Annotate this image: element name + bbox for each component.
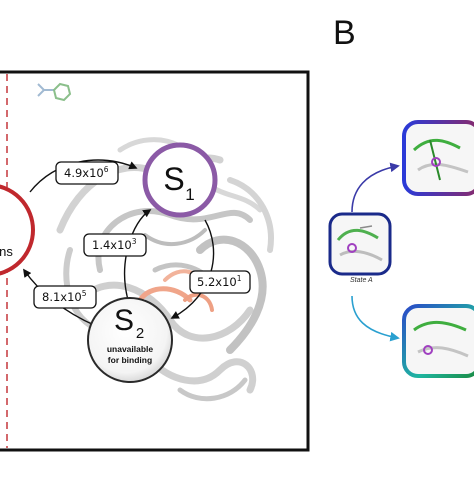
node-s2-note-1: unavailable: [107, 344, 154, 354]
arrow-state-a-to-bottom: [351, 295, 400, 342]
node-p-sub: ns: [0, 244, 13, 259]
node-s2-index: 2: [136, 325, 144, 342]
rate-2-base: 5.2x10: [197, 275, 237, 289]
rate-box-3: 8.1x105: [33, 285, 97, 309]
rate-1-base: 1.4x10: [92, 238, 132, 252]
state-a-thumbnail: [328, 212, 392, 276]
node-s2-letter: S: [114, 304, 134, 337]
rate-0-base: 4.9x10: [64, 166, 104, 180]
top-state-thumbnail: [402, 120, 474, 196]
node-s2: S 2 unavailable for binding: [87, 297, 173, 383]
rate-2-exp: 1: [237, 274, 242, 283]
svg-text:5.2x101: 5.2x101: [197, 274, 242, 289]
panel-a-frame: [0, 70, 310, 452]
node-p-letter: P: [0, 200, 1, 238]
svg-text:1.4x103: 1.4x103: [92, 237, 137, 252]
rate-1-exp: 3: [132, 237, 137, 246]
svg-text:8.1x105: 8.1x105: [42, 289, 87, 304]
panel-b-letter: B: [333, 14, 356, 52]
node-s1-letter: S: [163, 161, 184, 197]
rate-box-1: 1.4x103: [83, 233, 147, 257]
node-s1: S 1: [142, 142, 218, 218]
rate-0-exp: 6: [104, 165, 109, 174]
node-s2-note-2: for binding: [108, 355, 152, 365]
node-s1-index: 1: [185, 185, 194, 204]
svg-text:4.9x106: 4.9x106: [64, 165, 109, 180]
rate-3-base: 8.1x10: [42, 290, 82, 304]
rate-box-0: 4.9x106: [55, 161, 119, 185]
ligand-icon: [37, 82, 72, 102]
node-p: P ns: [0, 184, 35, 276]
state-a-label: State A: [350, 277, 373, 284]
rate-box-2: 5.2x101: [189, 270, 251, 294]
bottom-state-thumbnail: [402, 304, 474, 378]
rate-3-exp: 5: [82, 289, 87, 298]
arrow-state-a-to-top: [351, 162, 400, 213]
